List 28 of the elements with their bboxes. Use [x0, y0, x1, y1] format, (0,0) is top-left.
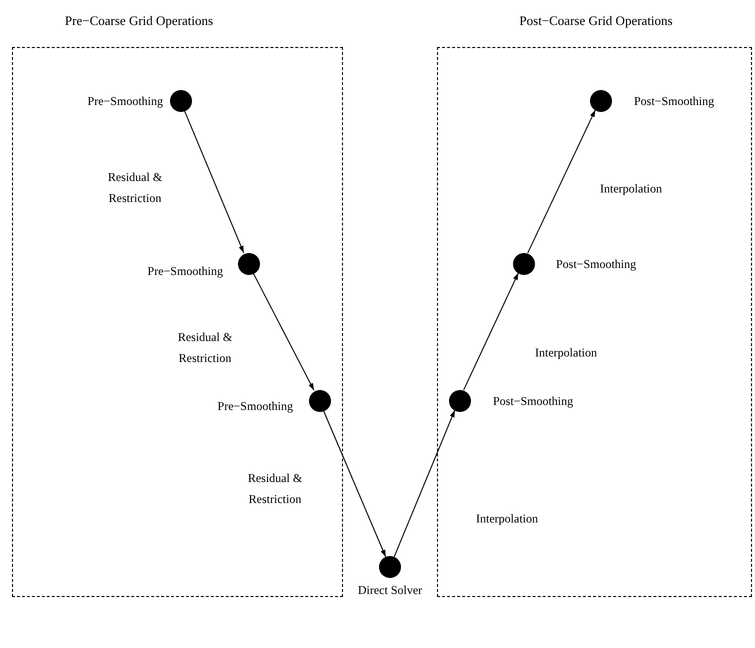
arrow — [322, 410, 386, 558]
level-node — [379, 556, 401, 578]
level-node — [238, 253, 260, 275]
group-title: Post−Coarse Grid Operations — [519, 12, 673, 30]
node-label: Pre−Smoothing — [146, 264, 223, 279]
edge-label: Residual & Restriction — [246, 470, 304, 508]
edge-label: Interpolation — [475, 510, 539, 528]
node-label: Post−Smoothing — [556, 257, 638, 272]
edge-label: Residual & Restriction — [176, 329, 234, 367]
node-label: Pre−Smoothing — [216, 399, 293, 414]
node-label: Post−Smoothing — [493, 394, 574, 409]
arrow — [184, 110, 244, 254]
level-node — [590, 90, 612, 112]
level-node — [309, 390, 331, 412]
level-node — [449, 390, 471, 412]
arrow — [252, 272, 314, 391]
level-node — [170, 90, 192, 112]
edge-label: Residual & Restriction — [106, 169, 164, 207]
edge-label: Interpolation — [534, 344, 598, 362]
arrow — [527, 109, 596, 254]
level-node — [513, 253, 535, 275]
node-label: Direct Solver — [356, 583, 424, 598]
arrow — [463, 272, 519, 391]
group-title: Pre−Coarse Grid Operations — [64, 12, 214, 30]
node-label: Post−Smoothing — [634, 94, 716, 109]
edge-label: Interpolation — [599, 180, 663, 198]
arrow — [394, 410, 456, 558]
node-label: Pre−Smoothing — [86, 94, 163, 109]
